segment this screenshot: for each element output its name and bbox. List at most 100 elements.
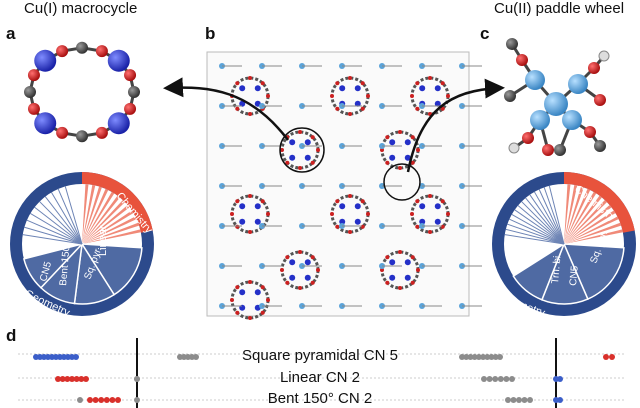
dot-grey	[134, 397, 140, 403]
wheel-thin-spoke	[64, 186, 83, 245]
wheel-thin-spoke	[517, 205, 565, 245]
row-label-square-pyramidal: Square pyramidal CN 5	[242, 347, 398, 364]
framework-copper	[434, 203, 441, 210]
dot-red	[83, 376, 89, 382]
framework-oxygen	[285, 255, 290, 260]
framework-oxygen	[266, 94, 270, 98]
framework-oxygen	[310, 160, 315, 165]
framework-oxygen	[316, 148, 320, 152]
wheel-thin-spoke	[507, 223, 565, 245]
wheel-chemistry-spoke	[564, 191, 597, 244]
macrocycle-structure	[24, 41, 140, 143]
framework-oxygen	[380, 268, 384, 272]
dot-grey	[488, 354, 495, 360]
wheel-thin-spoke	[44, 196, 83, 245]
oxygen-atom	[124, 102, 137, 115]
framework-oxygen	[348, 194, 352, 198]
framework-copper	[239, 100, 246, 107]
framework-oxygen	[235, 106, 240, 111]
framework-oxygen	[428, 230, 432, 234]
wheel-chemistry-spoke	[564, 188, 591, 244]
framework-copper	[304, 274, 311, 281]
oxygen-atom	[56, 45, 69, 58]
wheel-chart-right	[492, 172, 636, 316]
framework-oxygen	[285, 160, 290, 165]
dot-red	[109, 397, 116, 403]
framework-oxygen	[260, 285, 265, 290]
dot-grey	[492, 354, 499, 360]
framework-copper	[419, 85, 426, 92]
framework-oxygen	[248, 112, 252, 116]
panel-label-b: b	[205, 24, 216, 43]
dot-grey	[193, 354, 199, 360]
dot-blue	[557, 376, 563, 382]
framework-oxygen	[230, 212, 234, 216]
framework-oxygen	[366, 94, 370, 98]
wheel-thin-spoke	[34, 206, 83, 245]
framework-oxygen	[335, 199, 340, 204]
framework-lattice	[206, 51, 482, 320]
copper-atom	[107, 112, 130, 135]
dot-grey	[471, 354, 478, 360]
left-chemistry-label: Chemistry	[114, 190, 155, 236]
framework-oxygen	[298, 286, 302, 290]
copper-atom	[34, 49, 57, 72]
framework-oxygen	[446, 94, 450, 98]
dot-red	[115, 397, 121, 403]
framework-oxygen	[398, 250, 402, 254]
dot-grey	[134, 376, 140, 382]
dot-red	[92, 397, 99, 403]
oxygen-atom	[95, 126, 108, 139]
framework-oxygen	[398, 286, 402, 290]
panel-a-title: Cu(I) macrocycle	[24, 0, 138, 17]
dot-red	[98, 397, 105, 403]
framework-oxygen	[280, 148, 284, 152]
panel-c-title: Cu(II) paddle wheel	[494, 0, 625, 17]
framework-oxygen	[440, 106, 445, 111]
framework-oxygen	[410, 94, 414, 98]
wheel-geometry-segment	[80, 243, 143, 296]
framework-oxygen	[410, 280, 415, 285]
framework-copper	[404, 259, 411, 266]
framework-oxygen	[235, 285, 240, 290]
framework-oxygen	[415, 224, 420, 229]
wheel-thin-spoke	[30, 213, 83, 245]
wheel-chemistry-spoke	[82, 229, 141, 244]
framework-copper	[434, 85, 441, 92]
oxygen-atom	[27, 69, 40, 82]
framework-copper	[339, 218, 346, 225]
dot-blue	[557, 397, 563, 403]
left-seg-bent: Bent 150	[58, 245, 72, 286]
dot-red	[69, 376, 75, 382]
framework-oxygen	[235, 81, 240, 86]
framework-oxygen	[235, 199, 240, 204]
framework-copper	[254, 218, 261, 225]
framework-copper	[389, 274, 396, 281]
arrow-to-macrocycle	[163, 77, 289, 141]
framework-oxygen	[410, 160, 415, 165]
panel-label-d: d	[6, 326, 17, 345]
framework-oxygen	[260, 81, 265, 86]
dot-red	[103, 397, 110, 403]
wheel-chemistry-spoke	[82, 184, 96, 244]
framework-copper	[419, 218, 426, 225]
framework-oxygen	[415, 106, 420, 111]
wheel-thin-spoke	[509, 218, 565, 245]
framework-oxygen	[266, 298, 270, 302]
oxygen-atom	[95, 45, 108, 58]
panel-label-a: a	[6, 24, 16, 43]
framework-copper	[304, 154, 311, 161]
dot-red	[55, 376, 61, 382]
framework-oxygen	[248, 230, 252, 234]
wheel-thin-spoke	[57, 188, 83, 245]
wheel-thin-spoke	[511, 213, 565, 245]
dot-grey	[516, 397, 522, 403]
wheel-geometry-segment	[22, 242, 85, 289]
dot-grey	[475, 354, 482, 360]
carbon-atom	[76, 130, 88, 143]
framework-oxygen	[235, 310, 240, 315]
framework-copper	[289, 274, 296, 281]
framework-oxygen	[310, 255, 315, 260]
framework-copper	[389, 259, 396, 266]
wheel-chemistry-spoke	[82, 191, 115, 244]
